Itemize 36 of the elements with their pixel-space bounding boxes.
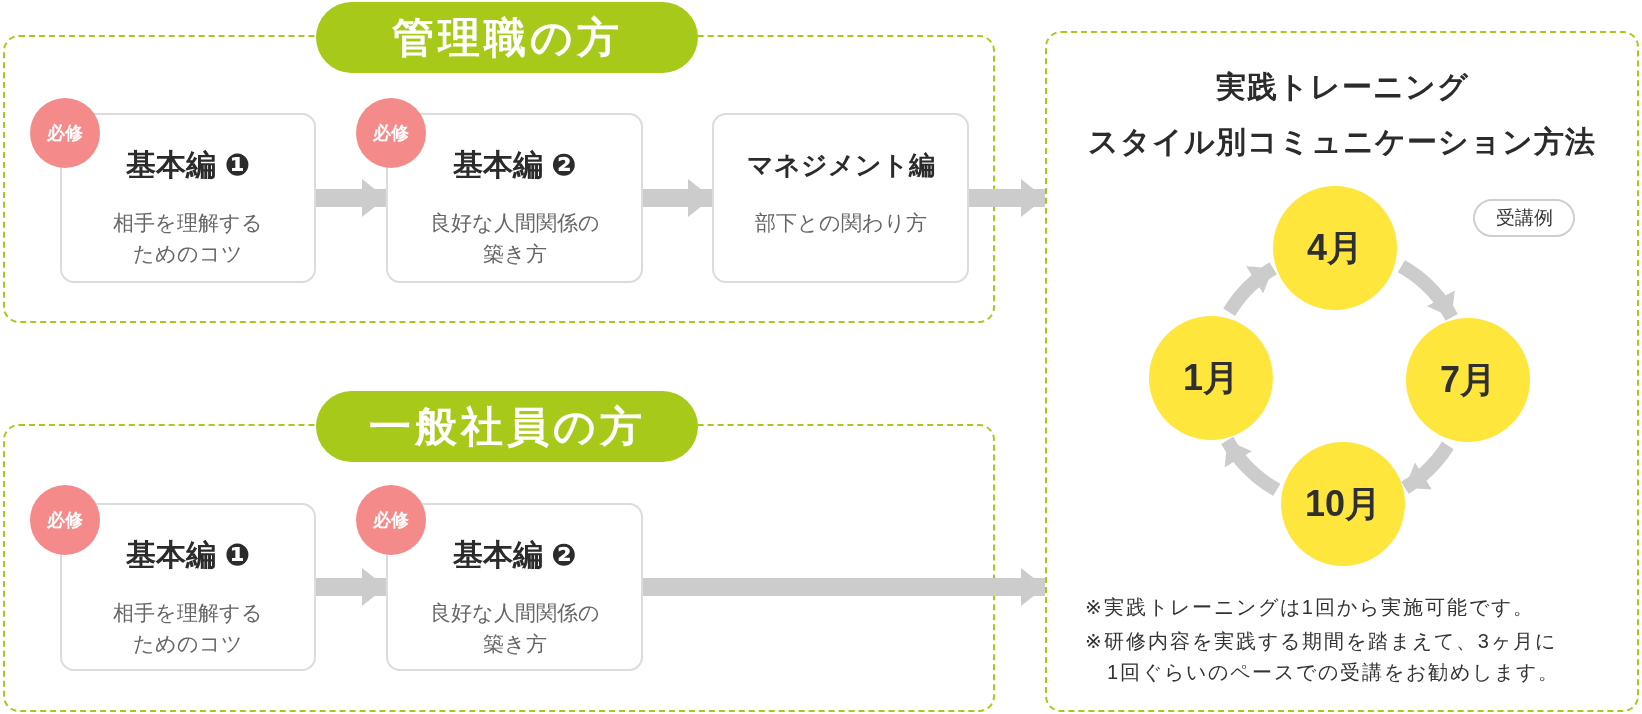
course-title: 基本編 ❶: [125, 147, 251, 183]
course-box: [712, 113, 969, 283]
month-circle: 10月: [1281, 442, 1405, 566]
group-title: 管理職の方: [316, 2, 698, 73]
required-badge: 必修: [30, 98, 100, 168]
required-badge: 必修: [356, 98, 426, 168]
note-text: ※実践トレーニングは1回から実施可能です。: [1085, 595, 1535, 620]
course-description: 相手を理解するためのコツ: [112, 600, 264, 657]
flow-arrow: [1223, 262, 1277, 316]
required-badge: 必修: [30, 485, 100, 555]
flow-arrow: [643, 179, 712, 217]
flow-arrow: [316, 568, 386, 606]
training-panel: [1045, 31, 1639, 712]
group-title: 一般社員の方: [316, 391, 698, 462]
course-description: 良好な人間関係の築き方: [428, 600, 601, 657]
course-title: マネジメント編: [745, 149, 936, 182]
course-description: 部下との関わり方: [753, 210, 928, 236]
flow-arrow: [1397, 260, 1458, 321]
panel-title: スタイル別コミュニケーション方法: [1087, 124, 1597, 160]
flow-arrow: [316, 179, 386, 217]
course-description: 良好な人間関係の築き方: [428, 210, 601, 267]
flow-arrow: [1401, 441, 1454, 494]
note-text: ※研修内容を実践する期間を踏まえて、3ヶ月に1回ぐらいのペースでの受講をお勧めします。: [1085, 629, 1562, 685]
required-badge: 必修: [356, 485, 426, 555]
flow-arrow: [643, 568, 1045, 606]
example-tag: 受講例: [1473, 199, 1575, 237]
month-circle: 4月: [1273, 186, 1397, 310]
course-title: 基本編 ❶: [125, 537, 251, 573]
course-description: 相手を理解するためのコツ: [112, 210, 264, 267]
month-circle: 1月: [1149, 316, 1273, 440]
course-title: 基本編 ❷: [451, 147, 578, 183]
course-title: 基本編 ❷: [451, 537, 578, 573]
flow-arrow: [1221, 436, 1281, 496]
panel-title: 実践トレーニング: [1214, 69, 1470, 105]
month-circle: 7月: [1406, 318, 1530, 442]
flow-arrow: [969, 179, 1045, 217]
